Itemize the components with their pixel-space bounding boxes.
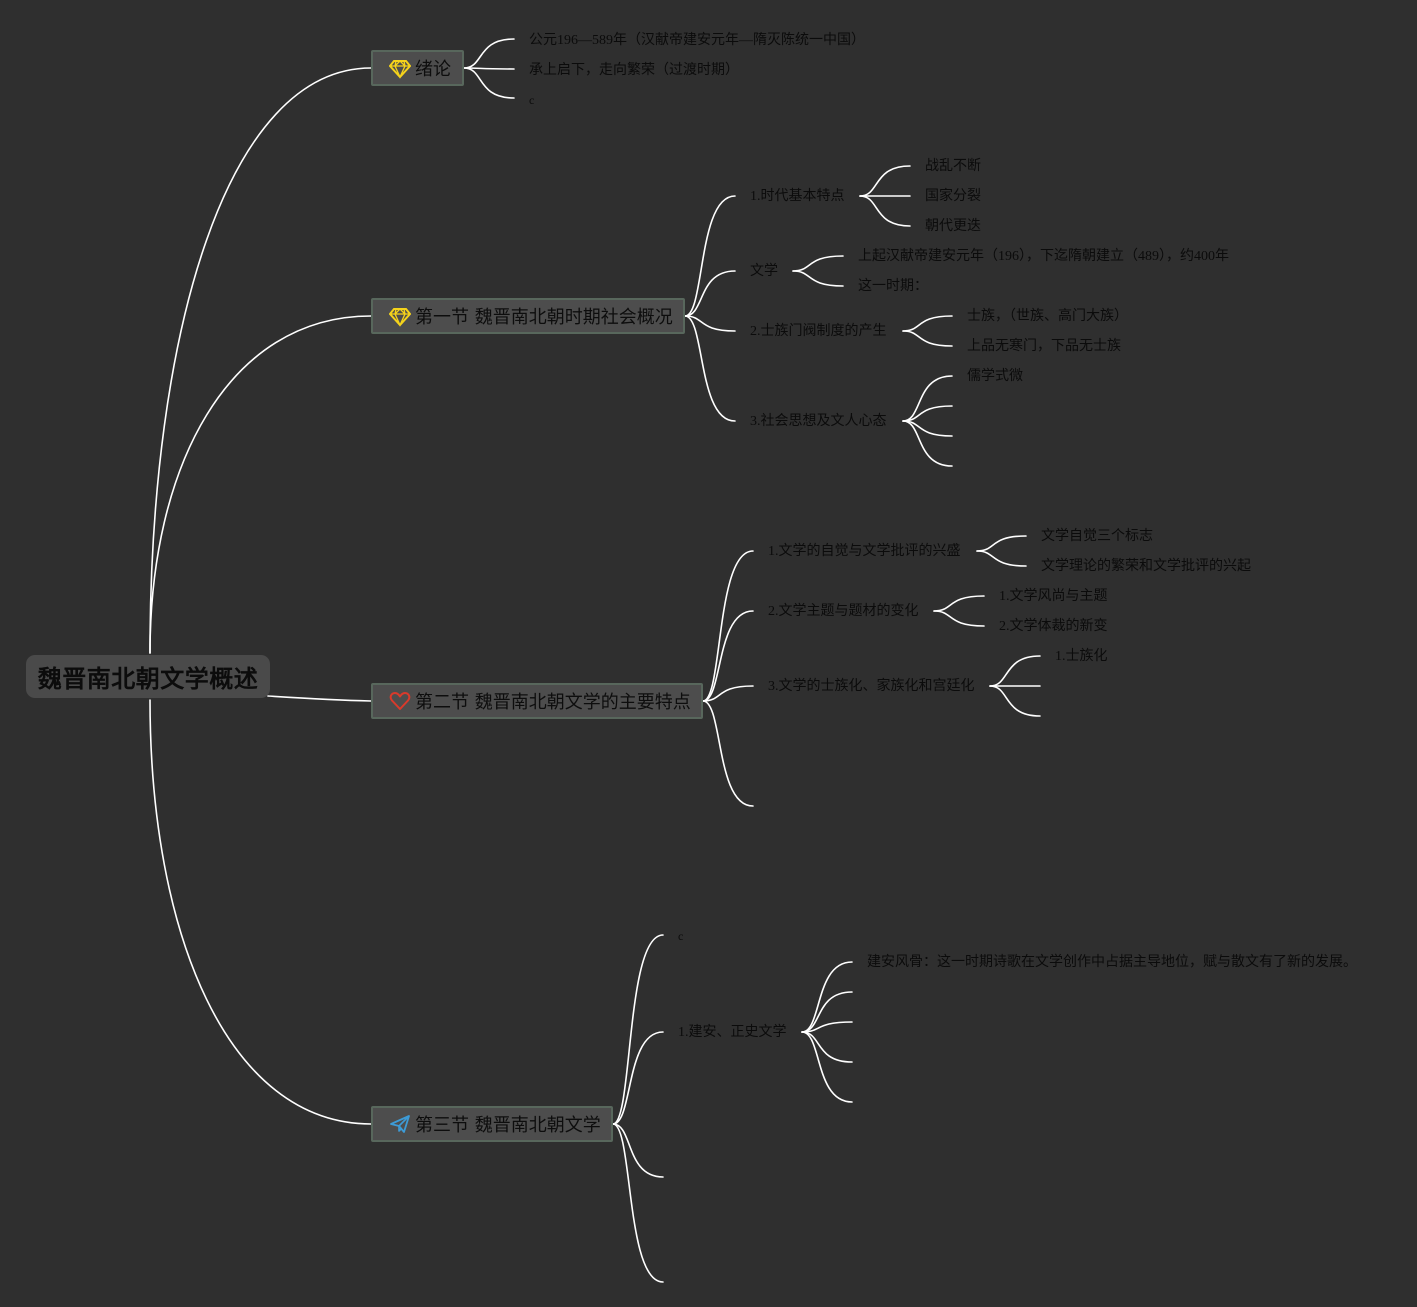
s1-topic-2[interactable]: 文学 xyxy=(750,264,778,279)
s1-topic-1[interactable]: 1.时代基本特点 xyxy=(750,189,845,204)
s3-topic-0[interactable]: c xyxy=(678,929,684,943)
section-3[interactable]: 第三节 魏晋南北朝文学 xyxy=(371,1106,613,1142)
link-s3-t1-2 xyxy=(801,991,853,1033)
s2-topic-2[interactable]: 2.文学主题与题材的变化 xyxy=(768,604,919,619)
s1-topic-1-child-2[interactable]: 国家分裂 xyxy=(925,189,981,204)
diamond-icon xyxy=(389,57,411,79)
intro-item-3[interactable]: c xyxy=(529,93,535,107)
link-s1-t2-1 xyxy=(792,255,844,272)
s1-topic-4-child-1[interactable]: 儒学式微 xyxy=(967,369,1023,384)
link-root-s3 xyxy=(149,699,372,1125)
paper-plane-icon xyxy=(389,1113,411,1135)
link-intro-2 xyxy=(463,67,515,70)
s1-topic-3-child-2[interactable]: 上品无寒门，下品无士族 xyxy=(967,339,1121,354)
link-s3-t1-5 xyxy=(801,1031,853,1103)
section-intro[interactable]: 绪论 xyxy=(371,50,464,86)
link-s3-1 xyxy=(612,934,664,1125)
section-1-label: 第一节 魏晋南北朝时期社会概况 xyxy=(415,307,673,328)
section-1[interactable]: 第一节 魏晋南北朝时期社会概况 xyxy=(371,298,685,334)
link-s1-t4-4 xyxy=(902,420,953,467)
link-s2-1 xyxy=(702,550,754,702)
link-s2-t1-1 xyxy=(976,535,1027,552)
s2-topic-1-child-1[interactable]: 文学自觉三个标志 xyxy=(1041,529,1153,544)
link-s2-2 xyxy=(702,610,754,702)
link-s2-t3-3 xyxy=(989,685,1041,717)
link-s3-2 xyxy=(612,1031,664,1125)
root-topic[interactable]: 魏晋南北朝文学概述 xyxy=(26,655,270,698)
link-root-s2 xyxy=(267,695,372,702)
link-intro-3 xyxy=(463,67,515,99)
link-s2-t3-1 xyxy=(989,655,1041,687)
link-s1-4 xyxy=(684,315,736,422)
link-s3-3 xyxy=(612,1123,664,1178)
link-root-s1 xyxy=(149,315,372,654)
link-s1-t3-1 xyxy=(902,315,953,332)
link-s1-t1-3 xyxy=(859,195,911,227)
s3-topic-1-child-1[interactable]: 建安风骨：这一时期诗歌在文学创作中占据主导地位，赋与散文有了新的发展。 xyxy=(867,955,1357,970)
s1-topic-2-child-2[interactable]: 这一时期： xyxy=(858,279,928,294)
intro-item-1[interactable]: 公元196—589年（汉献帝建安元年—隋灭陈统一中国） xyxy=(529,33,865,48)
link-s2-t2-2 xyxy=(933,610,985,627)
s1-topic-1-child-3[interactable]: 朝代更迭 xyxy=(925,219,981,234)
link-s3-t1-1 xyxy=(801,961,853,1033)
link-s2-t1-2 xyxy=(976,550,1027,567)
link-s2-3 xyxy=(702,685,754,702)
link-intro-1 xyxy=(463,38,515,69)
s1-topic-4[interactable]: 3.社会思想及文人心态 xyxy=(750,414,887,429)
s1-topic-3[interactable]: 2.士族门阀制度的产生 xyxy=(750,324,887,339)
section-intro-label: 绪论 xyxy=(415,59,451,80)
link-s1-2 xyxy=(684,270,736,317)
link-s1-t1-1 xyxy=(859,165,911,197)
s2-topic-3[interactable]: 3.文学的士族化、家族化和宫廷化 xyxy=(768,679,975,694)
s1-topic-2-child-1[interactable]: 上起汉献帝建安元年（196），下迄隋朝建立（489），约400年 xyxy=(858,249,1229,264)
diamond-icon xyxy=(389,305,411,327)
link-s3-t1-4 xyxy=(801,1031,853,1063)
s1-topic-1-child-1[interactable]: 战乱不断 xyxy=(925,159,981,174)
intro-item-2[interactable]: 承上启下，走向繁荣（过渡时期） xyxy=(529,63,739,78)
section-2-label: 第二节 魏晋南北朝文学的主要特点 xyxy=(415,692,691,713)
heart-icon xyxy=(389,690,411,712)
link-s1-3 xyxy=(684,315,736,332)
s2-topic-2-child-2[interactable]: 2.文学体裁的新变 xyxy=(999,619,1108,634)
s2-topic-1-child-2[interactable]: 文学理论的繁荣和文学批评的兴起 xyxy=(1041,559,1251,574)
link-s1-t3-2 xyxy=(902,330,953,347)
s2-topic-3-child-1[interactable]: 1.士族化 xyxy=(1055,649,1108,664)
s3-topic-1[interactable]: 1.建安、正史文学 xyxy=(678,1025,787,1040)
s2-topic-1[interactable]: 1.文学的自觉与文学批评的兴盛 xyxy=(768,544,961,559)
link-s2-4 xyxy=(702,700,754,807)
s1-topic-3-child-1[interactable]: 士族，（世族、高门大族） xyxy=(967,309,1128,324)
link-s1-t4-1 xyxy=(902,375,953,422)
link-s2-t2-1 xyxy=(933,595,985,612)
s2-topic-2-child-1[interactable]: 1.文学风尚与主题 xyxy=(999,589,1108,604)
link-s3-t1-3 xyxy=(801,1021,853,1033)
section-2[interactable]: 第二节 魏晋南北朝文学的主要特点 xyxy=(371,683,703,719)
link-s1-t2-2 xyxy=(792,270,844,287)
link-s1-1 xyxy=(684,195,736,317)
link-root-intro xyxy=(149,67,372,654)
link-s3-4 xyxy=(612,1123,664,1283)
section-3-label: 第三节 魏晋南北朝文学 xyxy=(415,1115,601,1136)
